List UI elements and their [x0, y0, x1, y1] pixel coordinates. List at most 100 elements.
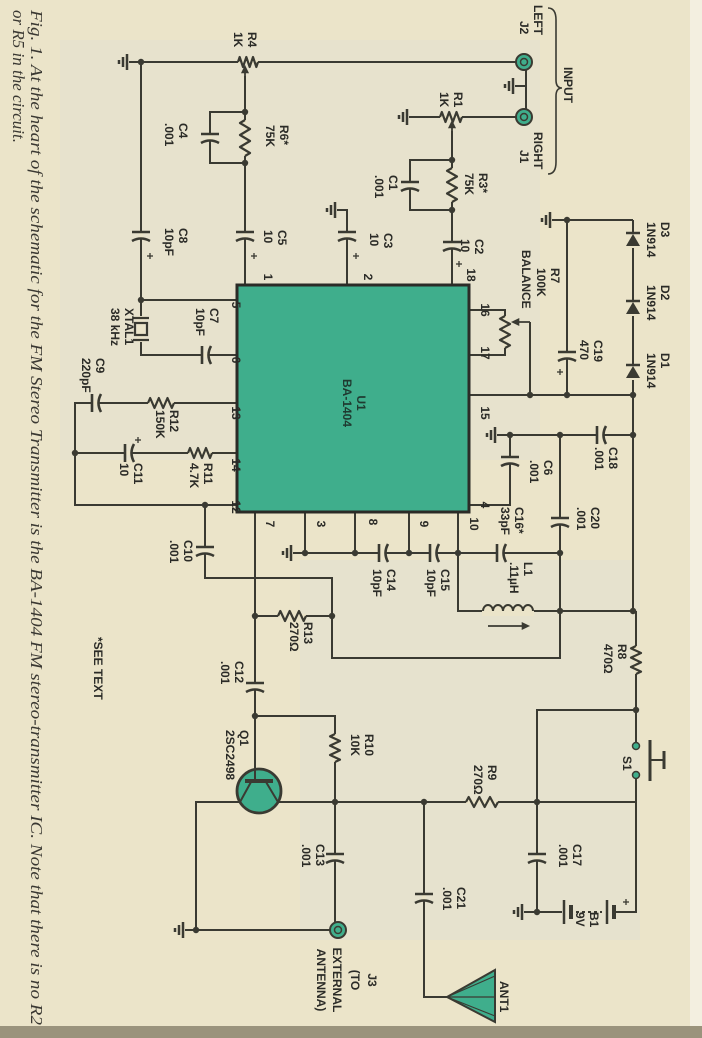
- jack-outer: [329, 921, 347, 939]
- capacitor-c9: [90, 393, 103, 413]
- page-edge: [690, 0, 702, 1038]
- capacitor-c8: [131, 230, 151, 243]
- junction-dot: [629, 607, 637, 615]
- r7-balance-label: BALANCE: [519, 250, 533, 309]
- junction-dot: [556, 431, 564, 439]
- c13-label: C13.001: [299, 844, 327, 868]
- input-group-label: INPUT: [561, 67, 575, 104]
- wire-gap: [202, 353, 208, 357]
- pin-label: 12: [229, 500, 243, 514]
- wire-gap: [92, 401, 98, 405]
- pin-label: 2: [361, 274, 375, 281]
- transistor-q1: [235, 767, 283, 815]
- junction-dot: [301, 549, 309, 557]
- wire-gap: [558, 518, 562, 524]
- junction-dot: [192, 926, 200, 934]
- ant1-label: ANT1: [497, 981, 511, 1013]
- antenna-line: [446, 975, 496, 998]
- capacitor-plate-curved: [245, 688, 265, 694]
- capacitor-plate-curved: [400, 187, 420, 193]
- ground-icon: [325, 202, 337, 218]
- polarity-plus-icon: [623, 899, 629, 905]
- potentiometer-r4: [236, 55, 260, 69]
- switch-contact: [631, 741, 641, 751]
- wire-gap: [497, 551, 503, 555]
- wire-gap: [137, 316, 145, 342]
- transistor-emitter: [239, 781, 252, 803]
- capacitor-c12: [245, 681, 265, 694]
- crystal-body: [133, 321, 149, 337]
- capacitor-c7: [200, 345, 213, 365]
- pin-label: 4: [478, 502, 492, 509]
- c12-label: C12.001: [218, 661, 246, 685]
- ic-ref: U1: [354, 395, 368, 411]
- r7-label: R7100K: [534, 268, 562, 297]
- pin-label: 17: [478, 346, 492, 360]
- antenna-ant1: [444, 968, 496, 1024]
- junction-dot: [533, 908, 541, 916]
- see-text-note: *SEE TEXT: [91, 637, 105, 700]
- r8-label: R8470Ω: [601, 644, 629, 674]
- pin-label: 9: [417, 521, 431, 528]
- wiper-arrow-r4: [240, 64, 250, 76]
- junction-dot: [405, 549, 413, 557]
- polarity-plus-icon: [251, 253, 257, 259]
- capacitor-c11: [123, 443, 136, 463]
- pin-label: 6: [229, 357, 243, 364]
- capacitor-c4: [200, 132, 220, 145]
- r3-label: R3*75K: [462, 173, 490, 195]
- capacitor-plate-curved: [414, 899, 434, 905]
- resistor-r11: [186, 446, 214, 460]
- arrow-head: [447, 119, 457, 129]
- j3-label: J3(TOEXTERNALANTENNA): [314, 948, 379, 1013]
- l1-label: L1.11µH: [507, 562, 535, 594]
- inductor-l1: [482, 604, 534, 612]
- b1-label: B19V: [573, 912, 601, 928]
- d2-label: D21N914: [644, 285, 672, 321]
- wire: [536, 709, 636, 802]
- junction-dot: [526, 391, 534, 399]
- capacitor-c17: [527, 852, 547, 865]
- junction-dot: [251, 612, 259, 620]
- wire-gap: [450, 242, 454, 248]
- ic-pin-labels: 1 2 18 5 6 13 14 12 16 17 15 4 7 3 8 9 1…: [229, 268, 492, 531]
- wire-gap: [139, 232, 143, 238]
- wire-gap: [508, 457, 512, 463]
- capacitor-plate-curved: [130, 443, 136, 463]
- ground-icon: [540, 212, 552, 228]
- wire-gap: [243, 232, 247, 238]
- c18-label: C18.001: [592, 447, 620, 471]
- junction-dot: [632, 706, 640, 714]
- capacitor-c6: [500, 455, 520, 468]
- junction-dot: [328, 612, 336, 620]
- ground-icon: [173, 922, 185, 938]
- capacitor-plate-curved: [527, 859, 547, 865]
- potentiometer-r1: [438, 110, 464, 124]
- d1-label: D11N914: [644, 353, 672, 389]
- pin-label: 10: [467, 517, 481, 531]
- capacitor-c16: [495, 543, 508, 563]
- polarity-plus-icon: [147, 253, 153, 259]
- wire: [195, 801, 330, 931]
- capacitor-plate-curved: [435, 543, 441, 563]
- junction-dot: [241, 159, 249, 167]
- junction-dot: [556, 607, 564, 615]
- ground-icon: [503, 78, 515, 94]
- c20-label: C20.001: [574, 507, 602, 531]
- figure-caption-line2: or R5 in the circuit.: [9, 10, 28, 143]
- junction-dot: [420, 798, 428, 806]
- c15-label: C1510pF: [424, 569, 452, 597]
- wire-gap: [597, 433, 603, 437]
- wiper-arrow-r1: [447, 119, 457, 131]
- transistor-collector: [265, 781, 279, 803]
- right-input-jack-j1: [515, 108, 533, 126]
- transistor-body: [235, 767, 283, 815]
- junction-dot: [251, 712, 259, 720]
- switch-contact: [631, 770, 641, 780]
- c3-label: C310: [367, 233, 395, 249]
- diode-d3: [626, 231, 640, 246]
- wire: [616, 778, 637, 913]
- diode-triangle: [626, 302, 640, 314]
- diode-d2: [626, 299, 640, 314]
